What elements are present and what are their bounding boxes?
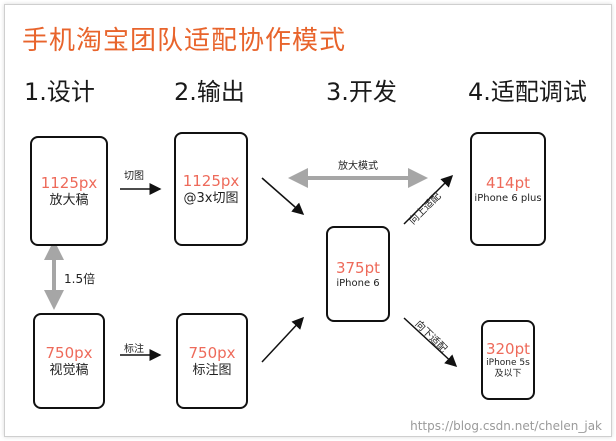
phone-design-large-value: 1125px — [40, 173, 98, 192]
step-develop: 3.开发 — [326, 78, 397, 106]
step-design: 1.设计 — [24, 78, 95, 106]
label-zoom-mode: 放大模式 — [338, 161, 378, 172]
phone-dev-iphone6-value: 375pt — [335, 258, 381, 277]
phone-debug-5s-label: iPhone 5s — [486, 358, 530, 368]
label-cut: 切图 — [124, 171, 144, 182]
arrow-mark-to-dev — [261, 316, 305, 363]
phone-debug-5s-value: 320pt — [485, 340, 531, 358]
phone-debug-plus-value: 414pt — [485, 173, 531, 192]
phone-output-mark-label: 标注图 — [192, 362, 232, 378]
phone-output-cut-value: 1125px — [182, 171, 240, 190]
phone-dev-iphone6-label: iPhone 6 — [336, 277, 380, 289]
step-output: 2.输出 — [174, 78, 245, 106]
phone-output-cut: 1125px @3x切图 — [174, 132, 248, 246]
phone-design-large: 1125px 放大稿 — [30, 136, 108, 246]
step-debug: 4.适配调试 — [468, 78, 587, 106]
watermark: https://blog.csdn.net/chelen_jak — [410, 419, 602, 433]
phone-output-mark-value: 750px — [188, 343, 236, 362]
arrow-adapt-up — [403, 174, 454, 225]
phone-output-cut-label: @3x切图 — [183, 190, 239, 206]
phone-design-visual-value: 750px — [45, 343, 93, 362]
phone-design-visual-label: 视觉稿 — [49, 362, 89, 378]
phone-design-large-label: 放大稿 — [49, 192, 89, 208]
arrow-cut-to-dev — [261, 177, 305, 215]
phone-output-mark: 750px 标注图 — [176, 313, 248, 409]
label-mark: 标注 — [124, 344, 144, 355]
arrow-adapt-down — [403, 317, 458, 368]
phone-debug-5s-label-2: 及以下 — [494, 369, 522, 379]
phone-debug-plus: 414pt iPhone 6 plus — [470, 132, 546, 246]
phone-design-visual: 750px 视觉稿 — [33, 313, 105, 409]
phone-debug-plus-label: iPhone 6 plus — [474, 192, 542, 204]
diagram-title: 手机淘宝团队适配协作模式 — [22, 26, 347, 56]
phone-dev-iphone6: 375pt iPhone 6 — [326, 226, 390, 322]
label-scale: 1.5倍 — [64, 272, 96, 286]
phone-debug-5s: 320pt iPhone 5s 及以下 — [481, 320, 535, 400]
